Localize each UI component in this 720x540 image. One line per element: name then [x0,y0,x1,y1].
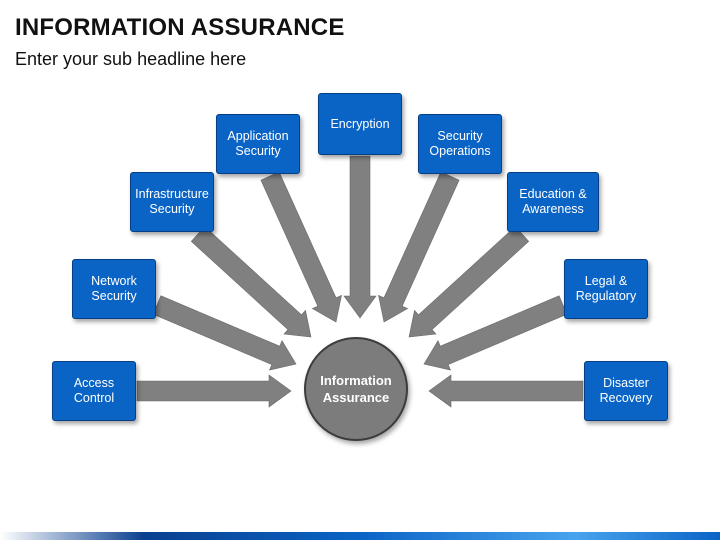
node-security-operations: Security Operations [418,114,502,174]
footer-accent-bar [0,532,720,540]
node-label: Disaster Recovery [599,376,653,405]
node-label: Network Security [91,274,137,303]
node-label: Encryption [330,117,390,131]
arrow-encryption [343,155,377,319]
arrow-disaster-recovery [428,374,584,408]
arrow-security-operations [378,171,460,323]
node-label: Access Control [73,376,115,405]
arrow-education-awareness [408,226,530,338]
node-disaster-recovery: Disaster Recovery [584,361,668,421]
slide-title: INFORMATION ASSURANCE [15,14,345,41]
node-label: Education & Awareness [519,187,587,216]
slide-subtitle: Enter your sub headline here [15,49,247,69]
node-access-control: Access Control [52,361,136,421]
node-infrastructure-security: Infrastructure Security [130,172,214,232]
node-education-awareness: Education & Awareness [507,172,599,232]
arrow-infrastructure-security [190,226,312,338]
node-label: Legal & Regulatory [575,274,637,303]
arrow-legal-regulatory [423,295,568,371]
node-label: Security Operations [429,129,491,158]
hub-label: Information Assurance [320,373,392,405]
hub-circle: Information Assurance [304,337,408,441]
node-network-security: Network Security [72,259,156,319]
node-legal-regulatory: Legal & Regulatory [564,259,648,319]
node-label: Application Security [227,129,289,158]
node-application-security: Application Security [216,114,300,174]
node-label: Infrastructure Security [135,187,209,216]
arrow-network-security [152,295,297,371]
arrow-access-control [136,374,292,408]
arrow-application-security [260,171,342,323]
node-encryption: Encryption [318,93,402,155]
